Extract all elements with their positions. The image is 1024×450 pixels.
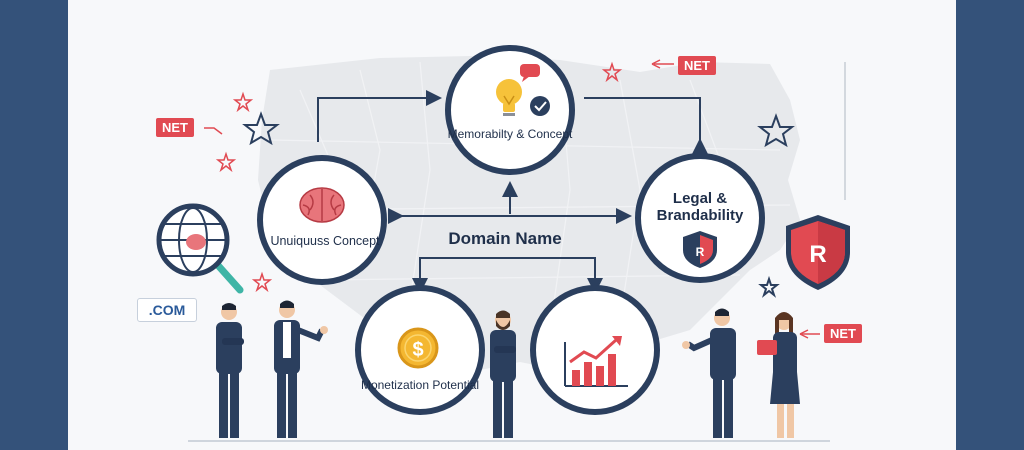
right-frame [956,0,1024,450]
left-frame [0,0,68,450]
net-tag: NET [824,324,862,343]
star-icons [242,111,795,298]
node-memorability-label: Memorabilty & Concept [447,127,573,141]
star-icon [758,275,780,298]
growth-chart-icon [564,336,628,387]
star-icon [232,91,254,113]
center-title: Domain Name [448,229,562,248]
checkmark-icon [530,96,550,116]
shield-large-icon: R [786,215,850,290]
person-figure [490,310,516,438]
connector-arrows [317,90,708,294]
arrow-legal-to-mem [584,97,708,154]
star-icon [601,61,623,83]
small-red-star-icons [215,61,623,293]
star-icon [242,111,280,146]
lightbulb-icon [496,79,522,116]
svg-text:R: R [809,241,826,268]
node-uniqueness-label: Unuiquuss Concept [270,234,380,248]
arrow-uni-to-mem [317,90,442,142]
node-monetization-label: Monetization Potential [360,378,480,392]
net-tag: NET [678,56,716,75]
star-icon [251,271,273,293]
net-tag: NET [156,118,194,137]
speech-bubble-icon [520,64,540,82]
node-legal-circle [635,153,765,283]
svg-text:R: R [696,245,705,259]
shield-small-icon: R [683,231,717,268]
node-growth-circle [530,285,660,415]
node-legal-label: Legal & Brandability [656,190,744,225]
person-figure [682,308,736,438]
star-icon [215,151,237,173]
svg-text:$: $ [412,339,423,361]
person-figure [274,300,328,438]
star-icon [757,113,795,148]
globe-magnifier-icon [156,203,244,294]
dollar-coin-icon: $ [397,327,439,369]
brain-icon [299,187,345,223]
person-figure [757,312,800,438]
person-figure [216,303,244,438]
tag-pointers [204,59,820,339]
com-domain-badge: .COM [137,298,197,322]
